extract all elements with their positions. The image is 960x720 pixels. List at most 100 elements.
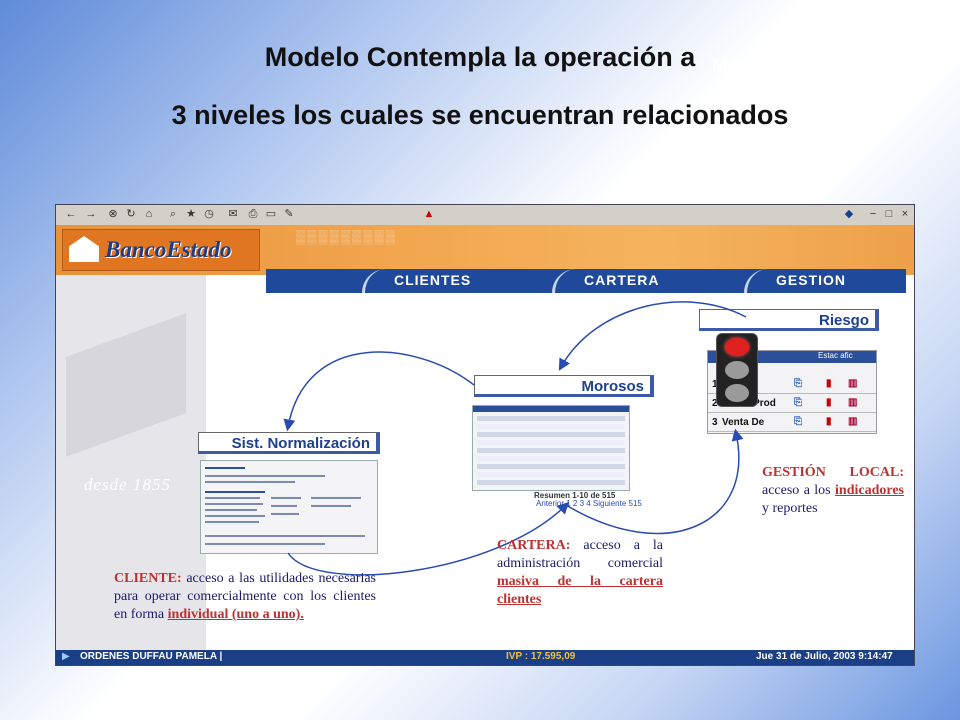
normalizacion-label[interactable]: Sist. Normalización (198, 432, 380, 454)
mail-icon[interactable]: ✉ (228, 208, 238, 220)
table-row[interactable] (477, 424, 625, 429)
form-line (311, 497, 361, 499)
form-line (311, 505, 351, 507)
sidebar: desde 1855 (56, 275, 206, 650)
note-gestion-text1: acceso a los (762, 483, 831, 498)
logo-text: BancoEstado (105, 237, 232, 262)
document-icon[interactable]: ⎘ (794, 378, 802, 389)
riesgo-row-num: 3 (712, 417, 718, 428)
morosos-table-header (473, 406, 629, 412)
traffic-light-icon: ▮ (826, 378, 832, 389)
form-line (271, 505, 297, 507)
riesgo-row-num: 2 (712, 398, 718, 409)
note-cliente-link: individual (uno a uno). (167, 607, 304, 622)
form-line (205, 475, 325, 477)
main-nav: CLIENTES CARTERA GESTION (266, 269, 906, 293)
red-light (725, 338, 749, 356)
chart-icon[interactable]: ▥ (848, 397, 858, 408)
arrow-cartera-to-riesgo (565, 428, 744, 535)
slide-title-line2: 3 niveles los cuales se encuentran relac… (171, 100, 789, 130)
document-icon[interactable]: ⎘ (794, 397, 802, 408)
nav-cartera[interactable]: CARTERA (584, 272, 660, 288)
form-line (205, 543, 325, 545)
note-cartera-text1: acceso a la administración comercial (497, 538, 664, 571)
history-icon[interactable]: ◷ (204, 208, 214, 220)
normalizacion-form (200, 460, 378, 554)
status-date: Jue 31 de Julio, 2003 9:14:47 (756, 651, 893, 662)
note-gestion-text2: y reportes (762, 501, 818, 516)
form-line (205, 497, 260, 499)
favorites-icon[interactable]: ★ (186, 208, 196, 220)
forward-icon[interactable]: → (85, 208, 97, 220)
back-icon[interactable]: ← (65, 208, 77, 220)
form-line (271, 513, 299, 515)
maximize-icon[interactable]: □ (885, 208, 893, 220)
green-light (725, 384, 749, 402)
note-cartera-link: masiva de la cartera clientes (497, 574, 663, 607)
table-row[interactable] (477, 480, 625, 485)
table-row[interactable] (477, 416, 625, 421)
riesgo-row[interactable]: 1 ⎘ ▮ ▥ (708, 377, 876, 394)
document-icon[interactable]: ⎘ (794, 416, 802, 427)
bancoestado-logo[interactable]: BancoEstado (62, 229, 260, 271)
traffic-light-icon: ▮ (826, 416, 832, 427)
nav-gestion[interactable]: GESTION (776, 272, 847, 288)
note-gestion-link: indicadores (835, 483, 905, 498)
chart-icon[interactable]: ▥ (848, 416, 858, 427)
morosos-table (472, 405, 630, 491)
nav-clientes[interactable]: CLIENTES (394, 272, 472, 288)
morosos-label[interactable]: Morosos (474, 375, 654, 397)
arrow-riesgo-to-morosos (558, 301, 747, 371)
chart-icon[interactable]: ▥ (848, 378, 858, 389)
form-line (205, 509, 257, 511)
close-icon[interactable]: × (901, 208, 909, 220)
brand-header: BancoEstado ▒▒▒▒▒▒▒▒▒ CLIENTES CARTERA G… (56, 225, 914, 293)
edit-icon[interactable]: ✎ (284, 208, 294, 220)
note-cliente-text1: acceso a las utilidades necesarias para … (114, 571, 376, 622)
note-cliente: CLIENTE: acceso a las utilidades necesar… (114, 570, 376, 624)
folder-icon[interactable]: ▭ (265, 208, 277, 220)
relationship-arrows (283, 301, 747, 576)
stop-icon[interactable]: ⊗ (108, 208, 118, 220)
form-title (205, 467, 245, 469)
home-icon[interactable]: ⌂ (145, 208, 153, 220)
table-row[interactable] (477, 432, 625, 437)
status-bar: ▶ ORDENES DUFFAU PAMELA | IVP : 17.595,0… (56, 650, 914, 665)
status-arrow-icon: ▶ (62, 651, 70, 662)
form-line (271, 497, 301, 499)
status-user: ORDENES DUFFAU PAMELA | (80, 651, 223, 662)
traffic-light-icon (716, 333, 758, 407)
table-row[interactable] (477, 440, 625, 445)
riesgo-label[interactable]: Riesgo (699, 309, 879, 331)
note-cartera: CARTERA: acceso a la administración come… (497, 537, 663, 609)
note-cliente-head: CLIENTE: (114, 571, 182, 586)
riesgo-row[interactable]: 3 Venta De ⎘ ▮ ▥ (708, 415, 876, 432)
print-icon[interactable]: ⎙ (248, 208, 258, 220)
note-cartera-head: CARTERA: (497, 538, 571, 553)
refresh-icon[interactable]: ↻ (126, 208, 136, 220)
form-line (205, 481, 295, 483)
arrow-morosos-to-normalizacion (283, 351, 475, 432)
amber-light (725, 361, 749, 379)
form-line (205, 535, 365, 537)
form-line (205, 515, 265, 517)
search-icon[interactable]: ⌕ (169, 208, 177, 220)
riesgo-header-text: Estac afic (818, 351, 853, 360)
riesgo-row-num: 1 (712, 379, 718, 390)
sidebar-tagline: desde 1855 (84, 475, 171, 494)
table-row[interactable] (477, 472, 625, 477)
morosos-pager[interactable]: Anterior 1 2 3 4 Siguiente 515 (536, 499, 642, 508)
note-gestion: GESTIÓN LOCAL: acceso a los indicadores … (762, 464, 904, 518)
table-row[interactable] (477, 456, 625, 461)
slide-title-line1: Modelo Contempla la operación a (264, 42, 696, 72)
riesgo-row-name: Venta De (722, 417, 765, 428)
traffic-light-icon: ▮ (826, 397, 832, 408)
minimize-icon[interactable]: − (869, 208, 877, 220)
form-line (205, 503, 263, 505)
windows-logo-icon: ◆ (844, 208, 854, 220)
table-row[interactable] (477, 448, 625, 453)
note-gestion-head: GESTIÓN LOCAL: (762, 465, 904, 480)
pdf-icon[interactable]: ▲ (423, 208, 435, 220)
table-row[interactable] (477, 464, 625, 469)
arrow-normalizacion-to-cartera (287, 501, 570, 576)
